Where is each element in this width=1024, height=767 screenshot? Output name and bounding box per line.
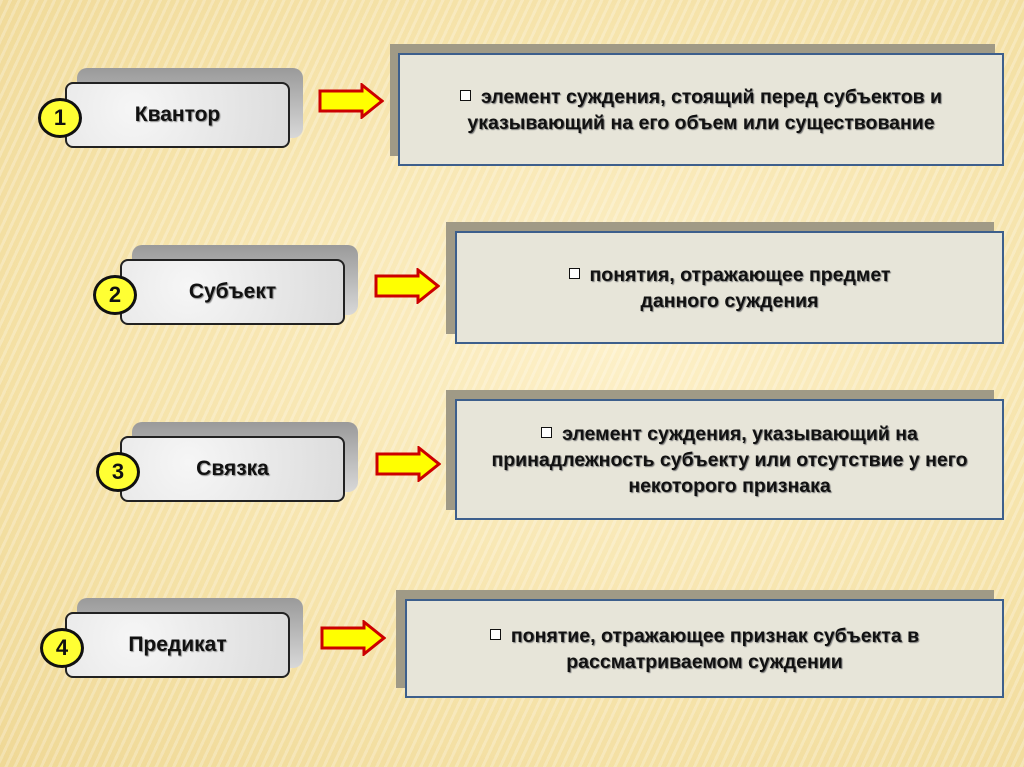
definition-text: элемент суждения, указывающий на принадл…	[491, 422, 968, 497]
term-box-4: Предикат	[65, 598, 303, 678]
term-label: Связка	[120, 436, 345, 502]
definition-text: элемент суждения, стоящий перед субъекто…	[467, 85, 943, 134]
definition-box-3: элемент суждения, указывающий на принадл…	[455, 399, 1004, 520]
definition-text: понятия, отражающее предмет данного сужд…	[589, 263, 891, 312]
bullet-icon	[568, 267, 580, 279]
definition-box-4: понятие, отражающее признак субъекта в р…	[405, 599, 1004, 698]
arrow-right-icon	[318, 83, 384, 119]
number-badge: 2	[93, 275, 137, 315]
definition-text: понятие, отражающее признак субъекта в р…	[510, 624, 920, 673]
arrow-right-icon	[375, 446, 441, 482]
term-box-3: Связка	[120, 422, 358, 502]
bullet-icon	[459, 89, 471, 101]
number-badge: 4	[40, 628, 84, 668]
term-label: Квантор	[65, 82, 290, 148]
term-box-2: Субъект	[120, 245, 358, 325]
bullet-icon	[541, 426, 553, 438]
number-badge: 1	[38, 98, 82, 138]
number-badge: 3	[96, 452, 140, 492]
term-box-1: Квантор	[65, 68, 303, 148]
arrow-right-icon	[374, 268, 440, 304]
definition-box-1: элемент суждения, стоящий перед субъекто…	[398, 53, 1004, 166]
term-label: Субъект	[120, 259, 345, 325]
bullet-icon	[489, 628, 501, 640]
term-label: Предикат	[65, 612, 290, 678]
arrow-right-icon	[320, 620, 386, 656]
definition-box-2: понятия, отражающее предмет данного сужд…	[455, 231, 1004, 344]
